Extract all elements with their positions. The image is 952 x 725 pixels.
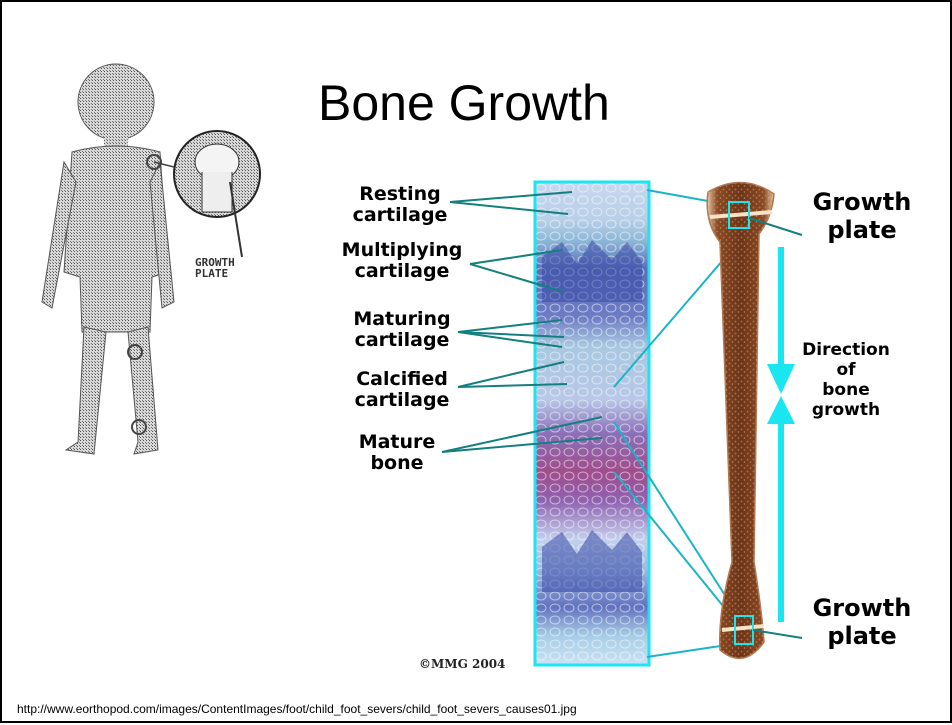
inset-label-line2: PLATE bbox=[195, 268, 235, 279]
cartilage-histology-strip bbox=[535, 182, 649, 665]
growth-direction-arrows bbox=[767, 247, 795, 622]
copyright-credit: ©MMG 2004 bbox=[419, 657, 505, 671]
direction-line1: Direction bbox=[788, 340, 904, 360]
label-line2: cartilage bbox=[348, 205, 452, 226]
growth-plate-inset bbox=[154, 131, 260, 257]
label-maturing-cartilage: Maturing cartilage bbox=[347, 309, 457, 351]
plate-line2: plate bbox=[802, 622, 922, 650]
direction-line3: bone bbox=[788, 380, 904, 400]
direction-line4: growth bbox=[788, 400, 904, 420]
label-resting-cartilage: Resting cartilage bbox=[348, 184, 452, 226]
inset-growth-plate-label: GROWTH PLATE bbox=[195, 257, 235, 279]
label-direction-of-growth: Direction of bone growth bbox=[788, 340, 904, 420]
label-line1: Calcified bbox=[347, 369, 457, 390]
label-mature-bone: Mature bone bbox=[352, 432, 442, 474]
plate-line2: plate bbox=[802, 216, 922, 244]
label-multiplying-cartilage: Multiplying cartilage bbox=[335, 240, 469, 282]
direction-line2: of bbox=[788, 360, 904, 380]
label-calcified-cartilage: Calcified cartilage bbox=[347, 369, 457, 411]
long-bone bbox=[707, 182, 774, 658]
label-line2: bone bbox=[352, 453, 442, 474]
label-line2: cartilage bbox=[347, 390, 457, 411]
plate-line1: Growth bbox=[802, 594, 922, 622]
slide-title: Bone Growth bbox=[318, 74, 610, 132]
label-line1: Maturing bbox=[347, 309, 457, 330]
label-bottom-growth-plate: Growth plate bbox=[802, 594, 922, 650]
label-line1: Mature bbox=[352, 432, 442, 453]
plate-line1: Growth bbox=[802, 188, 922, 216]
source-url: http://www.eorthopod.com/images/ContentI… bbox=[17, 702, 577, 716]
label-top-growth-plate: Growth plate bbox=[802, 188, 922, 244]
child-figure bbox=[42, 64, 174, 454]
label-line2: cartilage bbox=[335, 261, 469, 282]
label-line2: cartilage bbox=[347, 330, 457, 351]
label-line1: Multiplying bbox=[335, 240, 469, 261]
label-line1: Resting bbox=[348, 184, 452, 205]
